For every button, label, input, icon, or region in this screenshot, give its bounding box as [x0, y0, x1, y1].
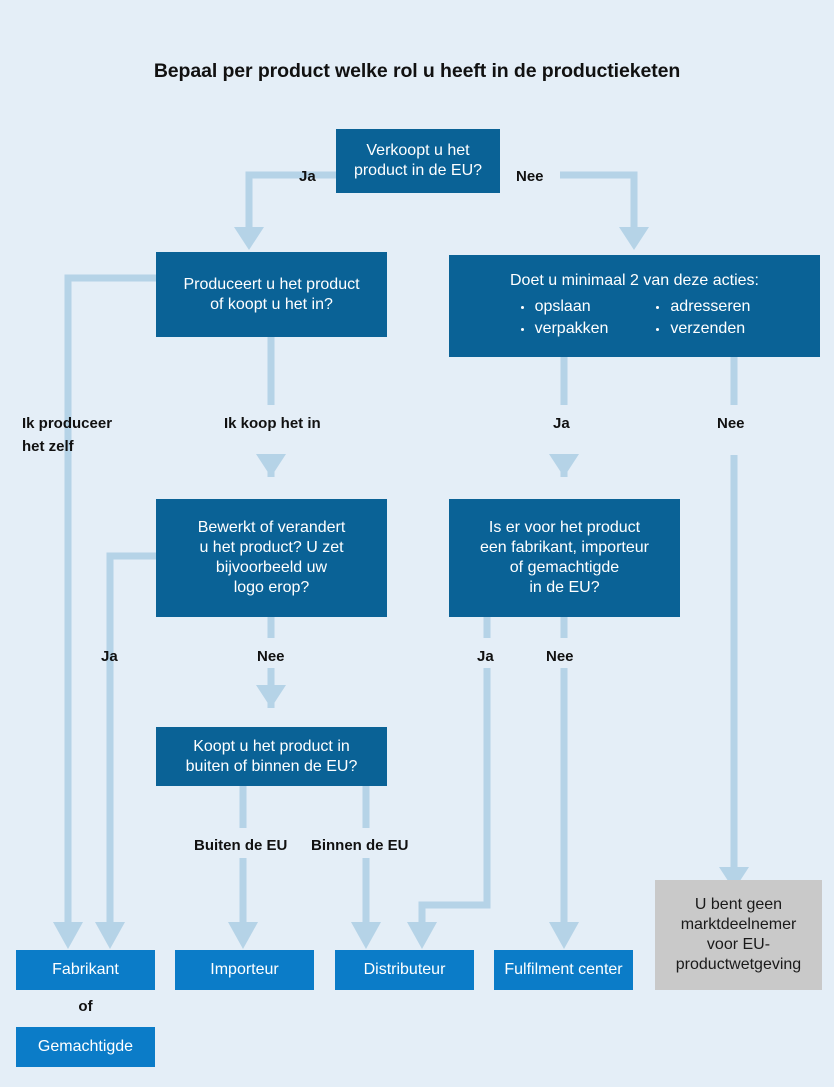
action-item: opslaan [519, 297, 609, 317]
actions-column-2: adresseren verzenden [654, 295, 750, 341]
edge-label-bewerkt-nee: Nee [257, 648, 285, 665]
node-produceert-of-koopt[interactable]: Produceert u het product of koopt u het … [156, 252, 387, 337]
edge-label-top-ja: Ja [299, 168, 316, 185]
action-item: verpakken [519, 319, 608, 339]
node-is-er-fabrikant-importeur-gemachtigde-eu[interactable]: Is er voor het product een fabrikant, im… [449, 499, 680, 617]
node-doet-u-minimaal-2-acties[interactable]: Doet u minimaal 2 van deze acties: opsla… [449, 255, 820, 357]
node-label: Produceert u het product of koopt u het … [183, 275, 360, 313]
node-label: Koopt u het product in buiten of binnen … [185, 737, 358, 775]
edge-label-bewerkt-ja: Ja [101, 648, 118, 665]
node-label: Verkoopt u het product in de EU? [353, 142, 483, 179]
node-label: Is er voor het product een fabrikant, im… [480, 519, 649, 596]
page-title: Bepaal per product welke rol u heeft in … [153, 60, 681, 82]
edge-label-top-nee: Nee [516, 168, 544, 185]
node-label: Fabrikant [52, 961, 119, 979]
edge-label-acties-nee: Nee [717, 415, 745, 432]
node-label: Fulfilment center [504, 961, 623, 979]
action-item: adresseren [654, 297, 750, 317]
edge-label-actor-ja: Ja [477, 648, 494, 665]
node-koopt-u-buiten-of-binnen-eu[interactable]: Koopt u het product in buiten of binnen … [156, 727, 387, 786]
actions-content: Doet u minimaal 2 van deze acties: opsla… [449, 271, 820, 340]
edge-label-actor-nee: Nee [546, 648, 574, 665]
edge-label-buiten-de-eu: Buiten de EU [194, 837, 288, 854]
actions-heading: Doet u minimaal 2 van deze acties: [509, 272, 759, 290]
node-label: Importeur [210, 961, 279, 979]
edge-label-binnen-de-eu: Binnen de EU [311, 837, 409, 854]
node-label: Bewerkt of verandert u het product? U ze… [197, 519, 346, 596]
result-fulfilment-center[interactable]: Fulfilment center [494, 950, 633, 990]
node-label: Distributeur [363, 961, 446, 979]
node-bewerkt-of-verandert[interactable]: Bewerkt of verandert u het product? U ze… [156, 499, 387, 617]
result-fabrikant[interactable]: Fabrikant [16, 950, 155, 990]
node-label: U bent geen marktdeelnemer voor EU- prod… [675, 896, 802, 973]
edge-label-acties-ja: Ja [553, 415, 570, 432]
actions-column-1: opslaan verpakken [519, 295, 609, 341]
action-item: verzenden [654, 319, 750, 339]
edge-label-ik-koop-het-in: Ik koop het in [224, 415, 321, 432]
node-verkoopt-u-het-product-in-de-eu[interactable]: Verkoopt u het product in de EU? [336, 129, 500, 193]
node-label: Gemachtigde [37, 1038, 134, 1056]
label-of: of [78, 998, 93, 1015]
edge-label-ik-produceer-het-zelf: Ik produceer het zelf [22, 415, 113, 456]
result-distributeur[interactable]: Distributeur [335, 950, 474, 990]
result-gemachtigde[interactable]: Gemachtigde [16, 1027, 155, 1067]
result-geen-marktdeelnemer[interactable]: U bent geen marktdeelnemer voor EU- prod… [655, 880, 822, 990]
result-importeur[interactable]: Importeur [175, 950, 314, 990]
